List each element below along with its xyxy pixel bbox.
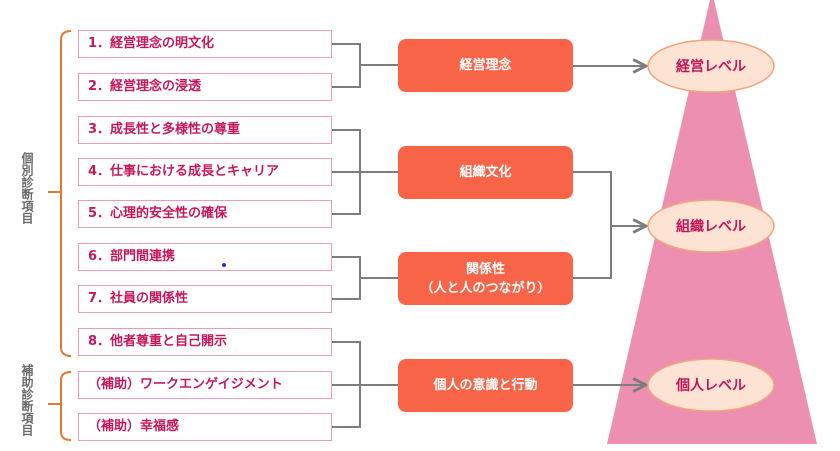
diagnostic-item-aux-2: （補助）幸福感 xyxy=(78,413,332,441)
diagnostic-item-aux-1: （補助）ワークエンゲイジメント xyxy=(78,371,332,399)
category-sublabel: （人と人のつながり） xyxy=(420,280,551,296)
diagnostic-item-7: 7．社員の関係性 xyxy=(78,285,332,313)
diagnostic-item-6: 6．部門間連携 xyxy=(78,243,332,271)
connector-to-level-2 xyxy=(573,171,612,279)
group-label-auxiliary: 補助診断項目 xyxy=(20,364,34,436)
connector-group-3 xyxy=(323,256,398,300)
category-label: 個人の意識と行動 xyxy=(433,378,538,393)
level-ellipse-3 xyxy=(647,358,775,412)
category-label: 経営理念 xyxy=(459,58,512,73)
level-label-organization: 組織レベル xyxy=(676,219,746,235)
cursor-dot xyxy=(222,263,226,267)
diagnostic-item-5: 5．心理的安全性の確保 xyxy=(78,200,332,228)
diagnostic-item-8: 8．他者尊重と自己開示 xyxy=(78,328,332,356)
category-box-4: 個人の意識と行動 xyxy=(398,359,573,412)
group-label-individual: 個別診断項目 xyxy=(20,152,34,224)
diagnostic-item-4: 4．仕事における成長とキャリア xyxy=(78,158,332,186)
level-label-management: 経営レベル xyxy=(676,59,746,75)
category-box-1: 経営理念 xyxy=(398,39,573,92)
category-box-3: 関係性 （人と人のつながり） xyxy=(398,252,573,305)
category-label: 組織文化 xyxy=(459,165,512,180)
connector-group-1 xyxy=(323,43,398,88)
diagnostic-item-2: 2．経営理念の浸透 xyxy=(78,73,332,101)
diagnostic-item-1: 1．経営理念の明文化 xyxy=(78,30,332,58)
category-label: 関係性 xyxy=(465,261,505,277)
category-box-2: 組織文化 xyxy=(398,146,573,199)
level-label-individual: 個人レベル xyxy=(676,378,746,394)
level-ellipse-2 xyxy=(647,199,775,253)
level-ellipse-1 xyxy=(647,39,775,93)
diagnostic-item-3: 3．成長性と多様性の尊重 xyxy=(78,116,332,144)
connector-group-2 xyxy=(323,129,398,215)
bracket-individual xyxy=(48,30,72,357)
connector-group-4 xyxy=(323,341,398,428)
bracket-auxiliary xyxy=(48,371,72,441)
